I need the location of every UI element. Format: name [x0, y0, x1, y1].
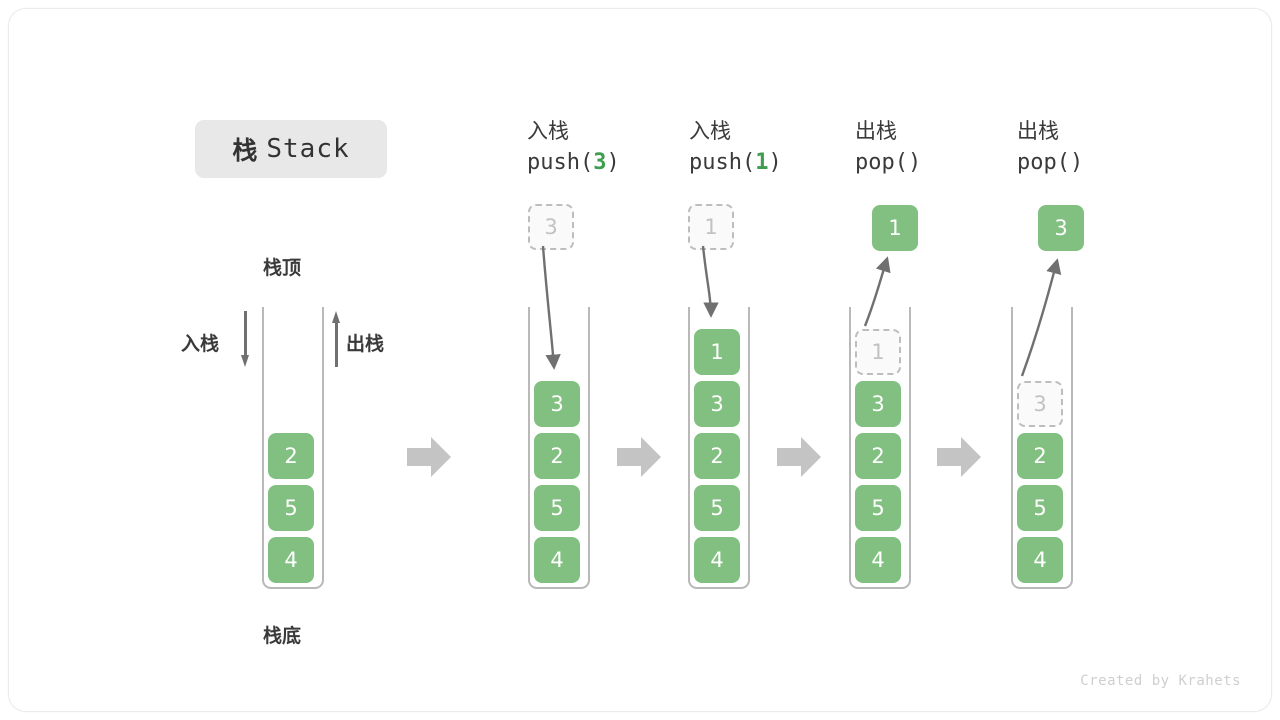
stack-channel: [688, 307, 750, 589]
operation-caption-push-3: 入栈 push(3): [527, 117, 697, 178]
stack-cell: 4: [694, 537, 740, 583]
code-prefix: pop(: [855, 149, 908, 175]
push-down-arrow-icon: [241, 311, 250, 367]
incoming-ghost-cell: 3: [528, 204, 574, 250]
code-suffix: ): [907, 149, 922, 175]
push-1-motion-arrow: [701, 245, 719, 318]
stack-cell: 4: [268, 537, 314, 583]
stack-cell: 3: [534, 381, 580, 427]
operation-cjk: 出栈: [855, 119, 897, 143]
vacated-ghost-cell: 3: [1017, 381, 1063, 427]
stack-bottom-label: 栈底: [263, 625, 302, 647]
code-prefix: pop(: [1017, 149, 1070, 175]
code-suffix: ): [1069, 149, 1084, 175]
operation-code: pop(): [855, 147, 1025, 178]
code-suffix: ): [606, 149, 620, 175]
stack-channel: [528, 307, 590, 589]
step-arrow-icon: [407, 437, 451, 477]
operation-code: push(1): [689, 147, 859, 178]
pop-direction-label: 出栈: [346, 333, 385, 355]
stack-cell: 2: [855, 433, 901, 479]
stack-top-label: 栈顶: [263, 257, 302, 279]
motion-arrows-layer: [541, 245, 1062, 377]
stack-cell: 2: [534, 433, 580, 479]
stack-cell: 2: [268, 433, 314, 479]
stack-cell: 3: [694, 381, 740, 427]
diagram-card: 栈 Stack 栈顶 栈底 入栈 出栈 2 5 4 入栈 push(3) 3 3…: [8, 8, 1272, 712]
stack-cell: 3: [855, 381, 901, 427]
code-prefix: push(: [527, 149, 594, 175]
popped-cell: 1: [872, 205, 918, 251]
stack-cell: 4: [1017, 537, 1063, 583]
stack-cell: 2: [1017, 433, 1063, 479]
step-arrow-icon: [937, 437, 981, 477]
operation-cjk: 出栈: [1017, 119, 1059, 143]
stack-cell: 2: [694, 433, 740, 479]
operation-caption-pop-1: 出栈 pop(): [855, 117, 1025, 178]
pop-up-arrow-icon: [332, 311, 341, 367]
code-arg: 1: [755, 149, 769, 175]
step-arrow-icon: [617, 437, 661, 477]
code-prefix: push(: [689, 149, 756, 175]
stack-cell: 5: [268, 485, 314, 531]
title-cjk: 栈: [232, 136, 258, 165]
stack-cell: 4: [855, 537, 901, 583]
stack-cell: 5: [694, 485, 740, 531]
stack-cell: 5: [855, 485, 901, 531]
vacated-ghost-cell: 1: [855, 329, 901, 375]
stack-cell: 5: [1017, 485, 1063, 531]
push-direction-label: 入栈: [181, 333, 220, 355]
operation-caption-pop-3: 出栈 pop(): [1017, 117, 1187, 178]
operation-cjk: 入栈: [527, 119, 569, 143]
stack-cell: 5: [534, 485, 580, 531]
stack-channel: [849, 307, 911, 589]
code-suffix: ): [768, 149, 782, 175]
stack-cell: 1: [694, 329, 740, 375]
stack-channel: [1011, 307, 1073, 589]
operation-code: push(3): [527, 147, 697, 178]
title-latin: Stack: [266, 134, 350, 164]
incoming-ghost-cell: 1: [688, 204, 734, 250]
popped-cell: 3: [1038, 205, 1084, 251]
operation-cjk: 入栈: [689, 119, 731, 143]
credit-text: Created by Krahets: [1080, 673, 1241, 689]
operation-caption-push-1: 入栈 push(1): [689, 117, 859, 178]
operation-code: pop(): [1017, 147, 1187, 178]
step-arrow-icon: [777, 437, 821, 477]
title-badge: 栈 Stack: [195, 120, 387, 178]
stack-cell: 4: [534, 537, 580, 583]
stack-channel: [262, 307, 324, 589]
code-arg: 3: [593, 149, 607, 175]
